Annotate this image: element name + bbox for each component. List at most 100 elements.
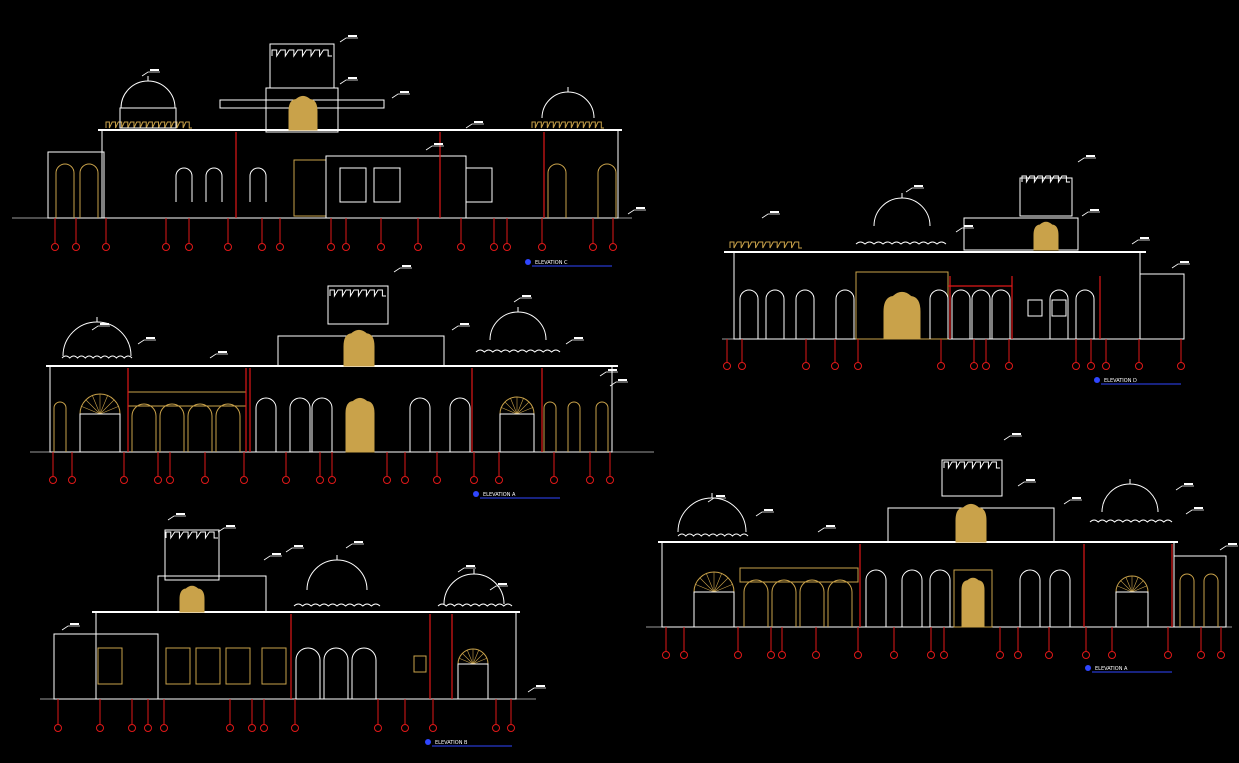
grid-bubble <box>276 243 284 251</box>
level-tag <box>272 553 281 555</box>
arched-opening <box>795 289 815 339</box>
level-leader <box>527 687 546 693</box>
grid-bubble <box>723 362 731 370</box>
tower-door <box>288 95 318 131</box>
level-leader <box>761 213 780 219</box>
level-tag <box>348 77 357 79</box>
small-window <box>1027 299 1043 317</box>
tower <box>941 459 1003 497</box>
tower-base <box>265 87 339 133</box>
title-block-elevation-a-right: ELEVATION A <box>1085 665 1172 673</box>
grid-bubble <box>854 651 862 659</box>
fanlight-rib <box>516 401 530 415</box>
level-tag <box>826 525 835 527</box>
fanlight-rib <box>99 399 115 415</box>
level-tag <box>400 91 409 93</box>
window <box>97 647 123 685</box>
level-tag <box>770 211 779 213</box>
tower-crenellation <box>329 289 386 298</box>
grid-bubble <box>492 724 500 732</box>
tower <box>327 285 389 325</box>
level-tag <box>964 225 973 227</box>
fanlight-rib <box>472 657 487 665</box>
right-dome <box>443 573 505 605</box>
fanlight-rib <box>1120 580 1133 593</box>
grid-bubble <box>982 362 990 370</box>
level-tag <box>1140 237 1149 239</box>
fanlight-rib <box>516 398 524 415</box>
level-leader <box>393 267 412 273</box>
tower-base <box>157 575 267 613</box>
left-parapet <box>677 533 749 537</box>
arched-opening <box>1049 569 1071 627</box>
level-leader <box>1077 157 1096 163</box>
level-leader <box>817 527 836 533</box>
main-door <box>345 397 375 453</box>
center-parapet <box>855 241 947 245</box>
window <box>195 647 221 685</box>
arched-opening <box>597 163 617 218</box>
right-annex <box>1173 555 1227 628</box>
arched-opening <box>449 397 471 452</box>
grid-bubble <box>890 651 898 659</box>
level-leader <box>513 297 532 303</box>
window <box>457 663 489 700</box>
fanlight-rib <box>713 573 722 593</box>
grid-bubble <box>185 243 193 251</box>
fanlight-rib <box>501 407 518 415</box>
grid-bubble <box>258 243 266 251</box>
level-tag <box>348 35 357 37</box>
left-annex <box>53 633 159 700</box>
level-leader <box>1185 509 1204 515</box>
fanlight-rib <box>510 398 518 415</box>
grid-bubble <box>662 651 670 659</box>
level-leader <box>339 37 358 43</box>
arcade-band <box>739 567 859 583</box>
tower-crenellation <box>943 461 1000 470</box>
fanlight-rib <box>466 650 474 665</box>
left-parapet <box>61 355 133 359</box>
right-annex <box>1139 273 1185 340</box>
grid-bubble <box>1108 651 1116 659</box>
grid-bubble <box>1082 651 1090 659</box>
grid-bubble <box>503 243 511 251</box>
grid-bubble <box>606 476 614 484</box>
right-parapet <box>475 349 561 353</box>
fanlight-rib <box>459 657 474 665</box>
small-window <box>413 655 427 673</box>
elevation-a-right <box>646 433 1238 659</box>
level-tag <box>226 525 235 527</box>
level-tag <box>636 207 645 209</box>
level-leader <box>1219 545 1238 551</box>
grid-bubble <box>96 724 104 732</box>
title-block-elevation-c: ELEVATION C <box>525 259 612 267</box>
level-leader <box>167 515 186 521</box>
elevation-c <box>12 35 646 251</box>
fanlight-rib <box>99 406 119 415</box>
tower-door <box>343 329 375 367</box>
grid-bubble <box>49 476 57 484</box>
arcade-arch <box>971 289 991 339</box>
grid-bubble <box>1135 362 1143 370</box>
level-leader <box>1171 263 1190 269</box>
level-leader <box>425 145 444 151</box>
grid-bubble <box>996 651 1004 659</box>
level-leader <box>141 71 160 77</box>
grid-bubble <box>401 476 409 484</box>
arched-opening <box>323 647 349 699</box>
level-leader <box>451 325 470 331</box>
window <box>693 591 735 628</box>
title-block-elevation-a-left: ELEVATION A <box>473 491 560 499</box>
level-tag <box>218 351 227 353</box>
elevation-a-left-title: ELEVATION A <box>483 492 516 498</box>
level-leader <box>1131 239 1150 245</box>
tower-crenellation <box>165 531 218 540</box>
level-leader <box>489 585 508 591</box>
arched-opening <box>547 163 567 218</box>
grid-bubble <box>374 724 382 732</box>
tower-crenellation <box>271 49 332 58</box>
level-leader <box>1081 211 1100 217</box>
grid-bubble <box>166 476 174 484</box>
window <box>205 167 223 202</box>
